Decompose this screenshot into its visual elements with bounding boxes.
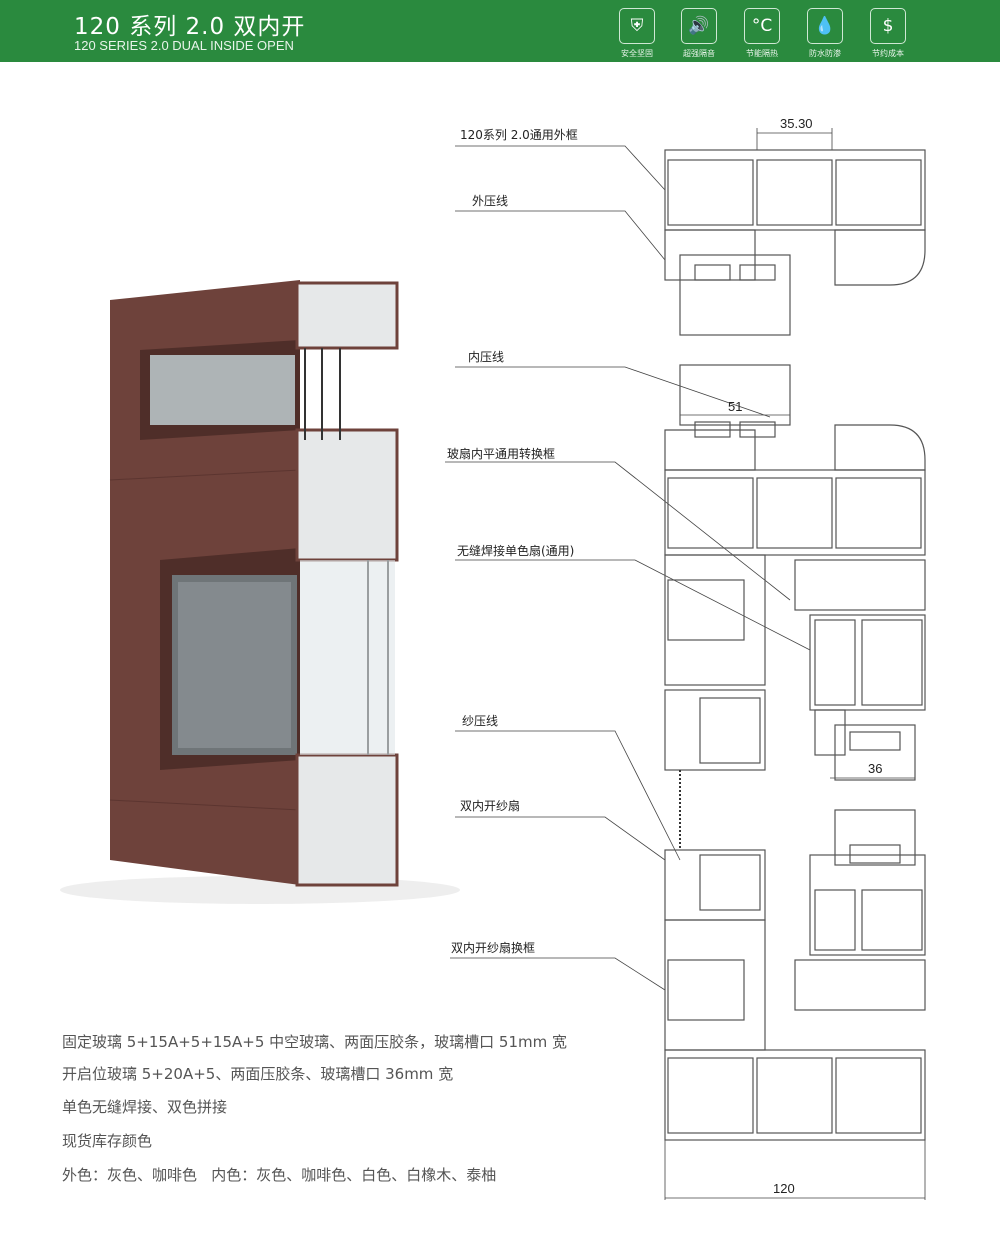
dimension-glass-fixed: 51 [728,399,743,414]
label-transfer-frame: 玻扇内平通用转换框 [447,447,556,461]
spec-line: 现货库存颜色 [62,1132,153,1150]
shield-icon: ⛨ [619,8,655,44]
label-screen-bead: 纱压线 [462,714,499,728]
header-banner: 120 系列 2.0 双内开 120 SERIES 2.0 DUAL INSID… [0,0,1000,62]
feature-waterproof: 💧防水防渗 [795,8,855,59]
dimension-lines [664,128,926,1200]
spec-line: 外色：灰色、咖啡色 内色：灰色、咖啡色、白色、白橡木、泰柚 [62,1166,497,1184]
feature-safety: ⛨安全坚固 [607,8,667,59]
water-drop-icon: 💧 [807,8,843,44]
page-subtitle: 120 SERIES 2.0 DUAL INSIDE OPEN [74,38,294,53]
feature-soundproof: 🔊超强隔音 [669,8,729,59]
money-bag-icon: $ [870,8,906,44]
spec-line: 单色无缝焊接、双色拼接 [62,1098,228,1116]
label-seamless-sash: 无缝焊接单色扇(通用) [457,544,575,558]
label-screen-sash-frame: 双内开纱扇换框 [451,941,536,955]
dimension-glass-open: 36 [868,761,883,776]
feature-cost: $节约成本 [858,8,918,59]
label-outer-bead: 外压线 [472,194,509,208]
dimension-top: 35.30 [780,116,813,131]
label-screen-sash: 双内开纱扇 [460,799,521,813]
leader-lines [445,145,811,991]
speaker-icon: 🔊 [681,8,717,44]
label-outer-frame: 120系列 2.0通用外框 [460,128,578,142]
spec-line: 开启位玻璃 5+20A+5、两面压胶条、玻璃槽口 36mm 宽 [62,1065,454,1083]
temperature-icon: °C [744,8,780,44]
dimension-width: 120 [773,1181,795,1196]
frame-profiles [664,149,926,1141]
page-title: 120 系列 2.0 双内开 [74,14,306,40]
spec-line: 固定玻璃 5+15A+5+15A+5 中空玻璃、两面压胶条，玻璃槽口 51mm … [62,1033,567,1051]
label-inner-bead: 内压线 [468,350,505,364]
